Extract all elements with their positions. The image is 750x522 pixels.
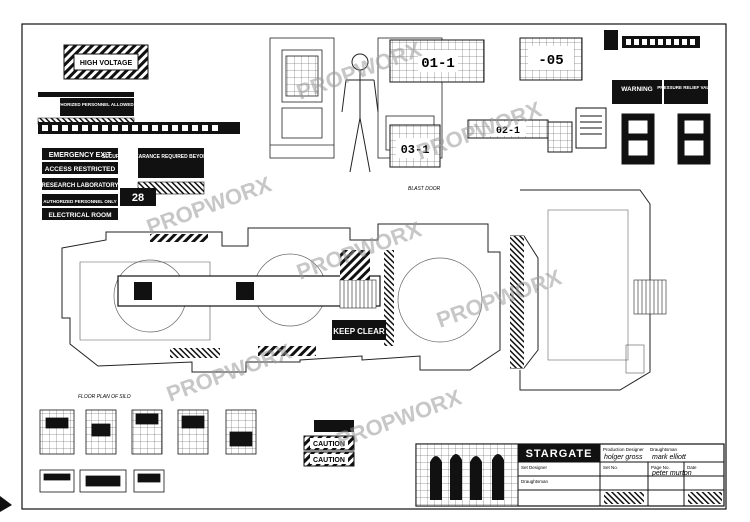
sheet-border — [21, 23, 727, 510]
blast-door-caption: BLAST DOOR — [408, 186, 441, 192]
wall-panels — [575, 107, 711, 165]
sign-stack: EMERGENCY EXIT ACCESS RESTRICTED RESEARC… — [42, 148, 119, 220]
long-stencil-bar — [38, 122, 240, 134]
strip-1 — [38, 92, 134, 97]
title-block: STARGATE Production Designer holger gros… — [415, 443, 725, 507]
caution-signs: CAUTION CAUTION — [303, 420, 355, 467]
svg-text:01-1: 01-1 — [421, 56, 455, 72]
stairs — [339, 279, 667, 315]
electrical-room-label: ELECTRICAL ROOM — [48, 212, 111, 219]
elevation-door — [269, 37, 335, 159]
warning-label: WARNING — [621, 86, 652, 93]
watermark-7: PROPWORX — [333, 384, 465, 452]
caution-label-2: CAUTION — [313, 457, 345, 464]
access-restricted-label: ACCESS RESTRICTED — [45, 166, 116, 173]
warning-sign: WARNING — [612, 80, 662, 104]
security-clearance-sign: SECURITY CLEARANCE REQUIRED BEYOND THIS … — [102, 148, 240, 195]
main-corridor — [117, 275, 381, 307]
date-label: Date — [687, 465, 697, 470]
hatched-walls — [150, 234, 524, 368]
svg-text:-05: -05 — [538, 53, 563, 69]
level-plate-d: 02-1 — [467, 119, 573, 153]
level-code-label: 28 — [132, 192, 144, 204]
set-designer-label: Set Designer — [521, 465, 548, 470]
draughtsman-2-name: peter murton — [651, 470, 692, 477]
draughtsman-1-name: mark elliott — [652, 454, 687, 461]
level-plate-a: 01-1 — [389, 39, 485, 83]
no-unauthorized-sign: NO UNAUTHORIZED PERSONNEL ALLOWED ON LEV… — [37, 98, 158, 116]
keep-clear-marking: KEEP CLEAR — [332, 320, 386, 340]
svg-text:02-1: 02-1 — [496, 126, 520, 137]
security-clearance-label: SECURITY CLEARANCE REQUIRED BEYOND THIS … — [102, 154, 240, 160]
draughtsman-label-right: Draughtsman — [650, 447, 678, 452]
level-code-sign: 28 — [120, 188, 156, 206]
production-designer-name: holger gross — [604, 454, 643, 461]
logo-text: STARGATE — [526, 448, 593, 460]
floor-plan-caption: FLOOR PLAN OF SILO — [78, 394, 131, 400]
page-number-label: Page No. — [651, 465, 670, 470]
production-designer-label: Production Designer — [603, 447, 644, 452]
high-voltage-sign: HIGH VOLTAGE — [63, 44, 149, 80]
side-panel — [604, 30, 618, 50]
level-plate-b: -05 — [519, 37, 583, 81]
draughtsman-label: Draughtsman — [521, 479, 549, 484]
no-unauthorized-label: NO UNAUTHORIZED PERSONNEL ALLOWED ON LEV… — [37, 102, 158, 107]
top-right-stencil-letters — [626, 39, 695, 45]
pressure-relief-label: PRESSURE RELIEF VALVE — [657, 85, 715, 90]
sarcophagus-figures — [430, 454, 504, 500]
human-figure — [341, 53, 379, 173]
pressure-valve-sign: PRESSURE RELIEF VALVE — [657, 80, 715, 104]
authorized-only-label: AUTHORIZED PERSONNEL ONLY — [43, 199, 117, 204]
caution-label-1: CAUTION — [313, 441, 345, 448]
research-lab-label: RESEARCH LABORATORY — [42, 183, 119, 189]
floor-plan — [61, 189, 651, 391]
watermark-1: PROPWORX — [143, 171, 275, 239]
keep-clear-label: KEEP CLEAR — [333, 327, 385, 336]
bottom-panels — [39, 409, 257, 493]
emergency-exit-label: EMERGENCY EXIT — [49, 152, 112, 159]
svg-text:03-1: 03-1 — [401, 143, 430, 157]
set-number-label: Set No. — [603, 465, 618, 470]
watermark-5: PROPWORX — [433, 264, 565, 332]
watermarks: PROPWORX PROPWORX PROPWORX PROPWORX PROP… — [143, 36, 565, 452]
level-plate-c: 03-1 — [389, 124, 441, 168]
high-voltage-label: HIGH VOLTAGE — [80, 60, 133, 67]
long-stencil-letters — [42, 125, 218, 131]
corner-arrow — [0, 496, 12, 512]
